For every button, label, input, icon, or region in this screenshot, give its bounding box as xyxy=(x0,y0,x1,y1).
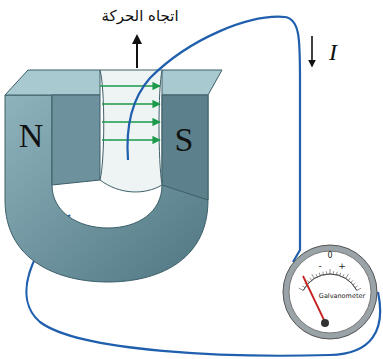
current-label: I xyxy=(329,40,337,64)
galvanometer: 0- + Galvanometer xyxy=(282,244,378,340)
current-arrow xyxy=(311,36,313,66)
motion-label: اتجاه الحركة xyxy=(101,9,178,24)
scale-plus: + xyxy=(338,262,346,271)
scale-minus: - xyxy=(318,262,321,271)
meter-name: Galvanometer xyxy=(319,293,365,300)
horseshoe-magnet xyxy=(5,70,222,282)
pole-label: S xyxy=(175,123,194,157)
scale-zero: 0 xyxy=(327,252,332,260)
pole-label: N xyxy=(19,119,44,153)
motion-arrow xyxy=(136,36,138,68)
magnetic-field-lines xyxy=(100,86,160,140)
wire xyxy=(127,17,300,262)
